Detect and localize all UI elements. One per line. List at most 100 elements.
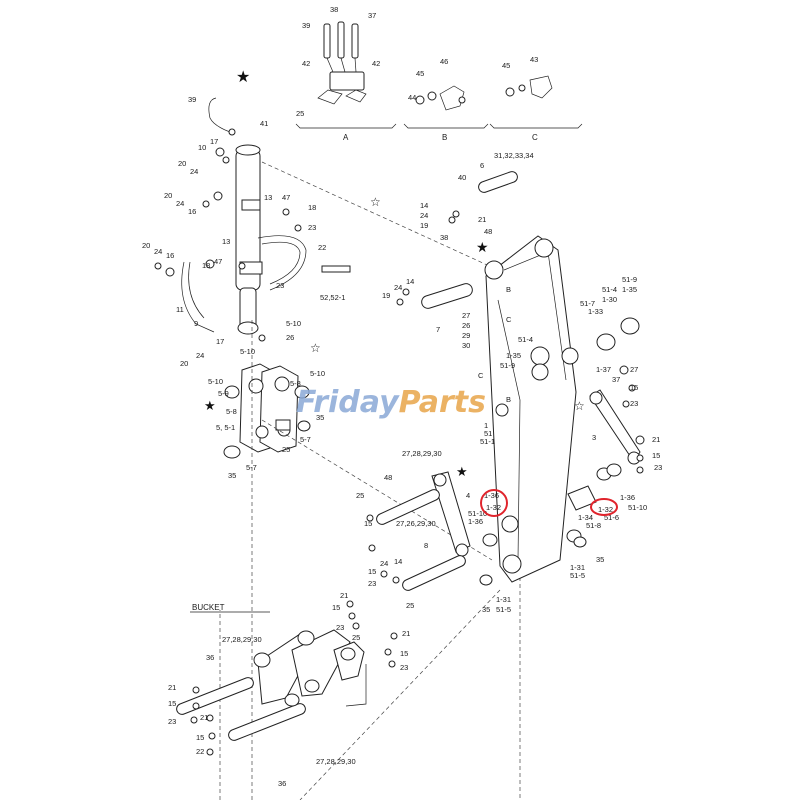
part-number: 51-6 (604, 513, 619, 522)
part-number: 20 (178, 159, 186, 168)
part-number: 21 (652, 435, 660, 444)
part-number: 5-7 (300, 435, 311, 444)
part-number: 22 (318, 243, 326, 252)
part-number: 5-10 (240, 347, 255, 356)
part-number: 48 (484, 227, 492, 236)
part-number: 51-5 (570, 571, 585, 580)
part-number: 47 (214, 257, 222, 266)
part-number: 51-9 (500, 361, 515, 370)
part-number: 24 (394, 283, 402, 292)
part-number: 13 (222, 237, 230, 246)
part-number: 24 (380, 559, 388, 568)
part-number: 38 (330, 5, 338, 14)
part-number: 52,52-1 (320, 293, 345, 302)
section-label-a: A (343, 133, 349, 142)
part-number: 47 (282, 193, 290, 202)
part-number: 23 (308, 223, 316, 232)
part-number: 15 (332, 603, 340, 612)
part-number: 51-5 (496, 605, 511, 614)
part-number: 36 (278, 779, 286, 788)
part-number: 20 (164, 191, 172, 200)
part-number: 25 (282, 445, 290, 454)
part-number: 25 (356, 491, 364, 500)
part-number: 5-8 (226, 407, 237, 416)
part-number: 37 (368, 11, 376, 20)
part-number: 23 (276, 281, 284, 290)
part-number: 1-30 (602, 295, 617, 304)
part-number: 27,28,29,30 (222, 635, 262, 644)
part-number: 8 (424, 541, 428, 550)
part-number: 35 (228, 471, 236, 480)
part-number: 14 (394, 557, 402, 566)
part-number: 5-10 (208, 377, 223, 386)
part-number: 1-31 (570, 563, 585, 572)
star-outline-symbol: ☆ (310, 341, 321, 355)
part-number: 38 (440, 233, 448, 242)
part-number: 21 (478, 215, 486, 224)
part-number: 23 (168, 717, 176, 726)
callout-labels: 39 38 37 42 42 25 45 46 44 45 43 39 41 1… (142, 5, 662, 788)
part-number: 39 (302, 21, 310, 30)
part-number: 11 (176, 305, 184, 314)
part-number: 15 (196, 733, 204, 742)
part-number: 1-32 (486, 503, 501, 512)
section-label-b: B (442, 133, 447, 142)
part-number: 51-9 (622, 275, 637, 284)
part-number: 5, 5-1 (216, 423, 235, 432)
part-number: 10 (198, 143, 206, 152)
part-number: 51-10 (468, 509, 487, 518)
part-number: 24 (196, 351, 204, 360)
part-number: 17 (216, 337, 224, 346)
part-number: 25 (296, 109, 304, 118)
side-link (431, 471, 471, 557)
part-number: 7 (436, 325, 440, 334)
part-number: 43 (530, 55, 538, 64)
part-number: 25 (352, 633, 360, 642)
part-number: 30 (462, 341, 470, 350)
part-number: 17 (210, 137, 218, 146)
part-number: 51-4 (602, 285, 617, 294)
section-marker: C (506, 315, 512, 324)
part-number: 45 (502, 61, 510, 70)
part-number: 40 (458, 173, 466, 182)
inset-group-b (415, 85, 466, 111)
boom-cylinder (235, 144, 263, 335)
part-number: 48 (384, 473, 392, 482)
bushing (482, 533, 498, 547)
part-number: 51 (484, 429, 492, 438)
boom-foot-bracket (223, 363, 311, 459)
part-number: 5-7 (246, 463, 257, 472)
section-marker: C (478, 371, 484, 380)
part-number: 1-36 (468, 517, 483, 526)
hydraulic-hose (181, 261, 215, 333)
bracket-b (403, 123, 489, 129)
part-number: 27,28,29,30 (402, 449, 442, 458)
part-number: 51-8 (586, 521, 601, 530)
part-number: 27,28,29,30 (316, 757, 356, 766)
part-number: 21 (340, 591, 348, 600)
part-number: 15 (364, 519, 372, 528)
hydraulic-hose (257, 235, 307, 291)
part-number: 26 (462, 321, 470, 330)
part-number: 21 (200, 713, 208, 722)
part-number: 1-33 (588, 307, 603, 316)
part-number: 23 (630, 399, 638, 408)
part-number: 5-9 (218, 389, 229, 398)
part-number: 44 (408, 93, 416, 102)
part-number: 21 (402, 629, 410, 638)
section-marker: B (506, 395, 511, 404)
bushing (620, 317, 640, 335)
part-number: 23 (400, 663, 408, 672)
part-number: 20 (180, 359, 188, 368)
star-symbol: ★ (236, 69, 250, 86)
part-number: 15 (630, 383, 638, 392)
shim-ring (479, 574, 493, 586)
part-number: 35 (482, 605, 490, 614)
part-number: 24 (176, 199, 184, 208)
part-number: 4 (466, 491, 470, 500)
part-number: 1-35 (506, 351, 521, 360)
part-number: 29 (462, 331, 470, 340)
part-number: 15 (168, 699, 176, 708)
star-outline-symbol: ☆ (370, 195, 381, 209)
